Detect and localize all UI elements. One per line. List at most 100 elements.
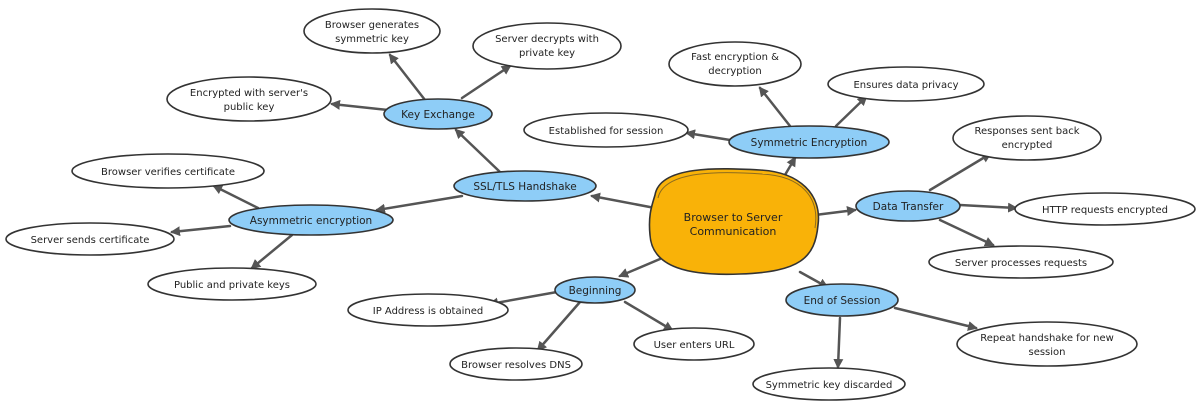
edge-data-http [958,202,1018,213]
leaf-ip-address-shape [347,293,509,327]
branch-key-exchange-label: Key Exchange [401,109,475,121]
leaf-browser-verifies-shape [71,153,265,189]
edge-end-discarded [833,316,844,369]
branch-symmetric-label: Symmetric Encryption [751,137,868,149]
leaf-http-requests-shape [1014,192,1196,226]
leaf-responses-sent-shape [952,115,1102,161]
leaf-symmetric-discarded[interactable]: Symmetric key discarded [752,367,906,401]
leaf-browser-resolves[interactable]: Browser resolves DNS [449,347,583,381]
leaf-user-enters-shape [633,327,755,361]
branch-key-exchange-shape [383,98,493,130]
edge-begin-ip [488,290,559,308]
branch-asymmetric[interactable]: Asymmetric encryption [228,204,394,236]
edge-asym-server-sends [170,224,232,237]
leaf-public-private-label: Public and private keys [174,280,290,291]
edge-center-ssl [590,192,657,210]
edge-asym-browser-verifies [212,184,260,210]
leaf-browser-generates-label-2: symmetric key [335,34,409,45]
edges [170,53,1018,369]
leaf-symmetric-discarded-label: Symmetric key discarded [766,380,893,391]
edge-sym-established [685,129,732,142]
leaf-browser-resolves-label: Browser resolves DNS [461,360,571,371]
edge-sym-fast [758,86,792,128]
leaf-responses-sent[interactable]: Responses sent back encrypted [952,115,1102,161]
leaf-server-processes[interactable]: Server processes requests [928,245,1114,279]
edge-end-repeat [893,306,978,331]
branch-symmetric[interactable]: Symmetric Encryption [728,125,890,159]
branch-end-session-label: End of Session [804,295,881,307]
leaf-server-decrypts[interactable]: Server decrypts with private key [472,22,622,70]
leaf-repeat-handshake[interactable]: Repeat handshake for new session [956,321,1138,367]
leaf-http-requests[interactable]: HTTP requests encrypted [1014,192,1196,226]
leaf-browser-resolves-shape [449,347,583,381]
leaf-public-private[interactable]: Public and private keys [147,267,317,301]
leaf-fast-encryption-shape [668,41,802,87]
branch-beginning-shape [554,276,636,304]
edge-ssl-key-exchange [454,128,502,174]
leaf-browser-generates[interactable]: Browser generates symmetric key [303,8,441,54]
leaf-encrypted-public[interactable]: Encrypted with server's public key [166,76,332,122]
leaf-browser-generates-label-1: Browser generates [325,20,419,31]
branch-end-session[interactable]: End of Session [785,283,899,317]
leaf-server-sends-cert-shape [5,222,175,256]
edge-ssl-asymmetric [375,194,464,214]
center-node-label-2: Communication [690,225,777,238]
branch-asymmetric-shape [228,204,394,236]
branch-asymmetric-label: Asymmetric encryption [250,215,372,227]
center-node-sketch [657,172,817,229]
leaf-public-private-shape [147,267,317,301]
leaf-server-decrypts-shape [472,22,622,70]
leaf-established[interactable]: Established for session [523,112,689,148]
leaf-established-shape [523,112,689,148]
center-node-label-1: Browser to Server [684,211,783,224]
branch-beginning[interactable]: Beginning [554,276,636,304]
leaf-data-privacy-label: Ensures data privacy [853,80,958,91]
edge-key-browser-generates [388,53,427,102]
leaf-ip-address[interactable]: IP Address is obtained [347,293,509,327]
leaf-repeat-handshake-shape [956,321,1138,367]
branch-key-exchange[interactable]: Key Exchange [383,98,493,130]
leaf-symmetric-discarded-shape [752,367,906,401]
leaf-server-decrypts-label-2: private key [519,48,575,59]
leaf-responses-sent-label-1: Responses sent back [975,126,1080,137]
leaf-repeat-handshake-label-2: session [1028,347,1065,358]
edge-center-data-transfer [813,206,857,217]
leaf-repeat-handshake-label-1: Repeat handshake for new [980,333,1114,344]
leaf-ip-address-label: IP Address is obtained [373,306,483,317]
branch-ssl-label: SSL/TLS Handshake [473,181,576,193]
leaf-http-requests-label: HTTP requests encrypted [1042,205,1168,216]
branch-end-session-shape [785,283,899,317]
leaf-data-privacy-shape [827,66,985,102]
leaf-browser-generates-shape [303,8,441,54]
leaf-encrypted-public-shape [166,76,332,122]
center-node-shape [648,168,820,276]
center-node[interactable]: Browser to Server Communication [648,168,820,276]
edge-data-server-processes [938,218,995,247]
edge-asym-public-private [250,233,294,270]
leaf-server-sends-cert[interactable]: Server sends certificate [5,222,175,256]
edge-sym-privacy [834,95,868,128]
leaf-established-label: Established for session [549,126,664,137]
leaf-user-enters[interactable]: User enters URL [633,327,755,361]
branch-ssl-shape [453,170,597,202]
leaf-browser-verifies[interactable]: Browser verifies certificate [71,153,265,189]
leaf-server-sends-cert-label: Server sends certificate [31,235,150,246]
edge-begin-url [623,300,674,332]
edge-data-responses [928,152,992,192]
leaf-server-processes-shape [928,245,1114,279]
leaf-server-decrypts-label-1: Server decrypts with [495,34,599,45]
leaf-user-enters-label: User enters URL [654,340,735,351]
leaf-data-privacy[interactable]: Ensures data privacy [827,66,985,102]
branch-symmetric-shape [728,125,890,159]
branch-ssl[interactable]: SSL/TLS Handshake [453,170,597,202]
leaf-fast-encryption[interactable]: Fast encryption & decryption [668,41,802,87]
branch-data-transfer-label: Data Transfer [873,201,944,213]
edge-center-beginning [618,257,662,278]
branch-beginning-label: Beginning [569,285,622,297]
edge-key-encrypted-public [330,99,390,112]
leaf-encrypted-public-label-2: public key [224,102,275,113]
branch-data-transfer[interactable]: Data Transfer [855,190,961,222]
leaf-fast-encryption-label-1: Fast encryption & [691,52,779,63]
leaf-encrypted-public-label-1: Encrypted with server's [190,88,308,99]
